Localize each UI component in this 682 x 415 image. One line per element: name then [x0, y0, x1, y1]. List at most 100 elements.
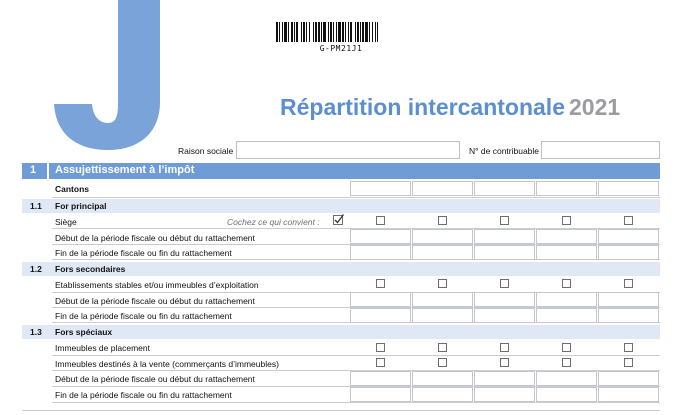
canton-checkbox[interactable]: [624, 216, 633, 225]
canton-cell-input[interactable]: [412, 245, 473, 260]
canton-cell-input[interactable]: [412, 229, 473, 244]
canton-cell-input[interactable]: [350, 245, 411, 260]
company-name-field[interactable]: [236, 141, 460, 159]
barcode-bar: [355, 22, 356, 42]
row-label: Immeubles destinés à la vente (commerçan…: [55, 359, 279, 369]
canton-cell-input[interactable]: [474, 292, 535, 307]
canton-checkbox[interactable]: [500, 216, 509, 225]
barcode-bar: [306, 22, 307, 42]
canton-checkbox[interactable]: [438, 343, 447, 352]
canton-cell-input[interactable]: [598, 229, 659, 244]
row-label: Début de la période fiscale ou début du …: [55, 233, 255, 243]
canton-checkbox[interactable]: [438, 358, 447, 367]
canton-cell-input[interactable]: [350, 229, 411, 244]
canton-cell-input[interactable]: [350, 292, 411, 307]
canton-checkbox[interactable]: [376, 216, 385, 225]
canton-cell-input[interactable]: [598, 371, 659, 386]
canton-cell-input[interactable]: [536, 229, 597, 244]
canton-cell-input[interactable]: [598, 181, 659, 196]
canton-cell-input[interactable]: [412, 387, 473, 402]
canton-cell-input[interactable]: [474, 229, 535, 244]
canton-checkbox[interactable]: [438, 279, 447, 288]
canton-checkbox[interactable]: [438, 216, 447, 225]
canton-cell-input[interactable]: [412, 181, 473, 196]
canton-cell-input[interactable]: [350, 371, 411, 386]
canton-checkbox[interactable]: [624, 279, 633, 288]
canton-cell-input[interactable]: [474, 181, 535, 196]
canton-checkbox[interactable]: [624, 343, 633, 352]
barcode-bar: [338, 22, 341, 42]
canton-cell-input[interactable]: [474, 245, 535, 260]
barcode-bar: [362, 22, 364, 42]
canton-checkbox[interactable]: [562, 279, 571, 288]
taxpayer-number-label: N° de contribuable: [469, 146, 540, 156]
barcode-bar: [313, 22, 314, 42]
form-letter-j: [54, 0, 160, 150]
row-divider: [52, 402, 660, 403]
barcode-bar: [279, 22, 280, 42]
barcode-bar: [296, 22, 298, 42]
barcode-bar: [342, 22, 344, 42]
subsection-number: 1.1: [30, 201, 42, 211]
row-divider: [52, 228, 660, 229]
canton-cell-input[interactable]: [536, 371, 597, 386]
canton-cell-input[interactable]: [536, 292, 597, 307]
row-divider: [52, 355, 660, 356]
section-header: [22, 163, 660, 179]
canton-checkbox[interactable]: [376, 343, 385, 352]
title-main: Répartition intercantonale: [280, 94, 565, 120]
canton-cell-input[interactable]: [474, 308, 535, 323]
canton-cell-input[interactable]: [350, 308, 411, 323]
canton-cell-input[interactable]: [412, 308, 473, 323]
canton-cell-input[interactable]: [350, 181, 411, 196]
canton-cell-input[interactable]: [474, 371, 535, 386]
barcode-bar: [315, 22, 317, 42]
barcode-bar: [294, 22, 295, 42]
barcode-bar: [276, 22, 278, 42]
company-name-label: Raison sociale: [178, 146, 234, 156]
canton-checkbox[interactable]: [376, 358, 385, 367]
canton-checkbox[interactable]: [562, 358, 571, 367]
row-divider: [52, 386, 660, 387]
barcode-bar: [288, 22, 289, 42]
barcode-bar: [357, 22, 359, 42]
canton-checkbox[interactable]: [376, 279, 385, 288]
barcode-code: G-PM21J1: [319, 44, 363, 53]
barcode-bar: [360, 22, 361, 42]
barcode-bar: [336, 22, 337, 42]
canton-cell-input[interactable]: [598, 387, 659, 402]
canton-checkbox[interactable]: [562, 343, 571, 352]
canton-cell-input[interactable]: [350, 387, 411, 402]
canton-cell-input[interactable]: [598, 308, 659, 323]
taxpayer-number-field[interactable]: [541, 141, 660, 159]
row-label: Début de la période fiscale ou début du …: [55, 374, 255, 384]
subsection-number: 1.3: [30, 327, 42, 337]
checkbox-hint: Cochez ce qui convient :: [227, 217, 320, 227]
canton-checkbox[interactable]: [562, 216, 571, 225]
row-divider: [52, 307, 660, 308]
canton-checkbox[interactable]: [500, 358, 509, 367]
canton-checkbox[interactable]: [624, 358, 633, 367]
barcode-bar: [318, 22, 320, 42]
canton-cell-input[interactable]: [412, 292, 473, 307]
canton-cell-input[interactable]: [536, 181, 597, 196]
canton-checkbox[interactable]: [500, 343, 509, 352]
barcode-bar: [309, 22, 310, 42]
canton-cell-input[interactable]: [536, 308, 597, 323]
barcode-bar: [350, 22, 352, 42]
row-label: Etablissements stables et/ou immeubles d…: [55, 280, 259, 290]
barcode-bar: [321, 22, 322, 42]
canton-cell-input[interactable]: [536, 245, 597, 260]
barcode-bar: [365, 22, 368, 42]
canton-checkbox[interactable]: [500, 279, 509, 288]
subsection-title: For principal: [55, 201, 107, 211]
canton-cell-input[interactable]: [412, 371, 473, 386]
canton-cell-input[interactable]: [474, 387, 535, 402]
canton-cell-input[interactable]: [536, 387, 597, 402]
barcode-bar: [377, 22, 378, 42]
canton-cell-input[interactable]: [598, 292, 659, 307]
subsection-number: 1.2: [30, 264, 42, 274]
row-label: Siège: [55, 217, 77, 227]
canton-cell-input[interactable]: [598, 245, 659, 260]
row-label: Début de la période fiscale ou début du …: [55, 296, 255, 306]
